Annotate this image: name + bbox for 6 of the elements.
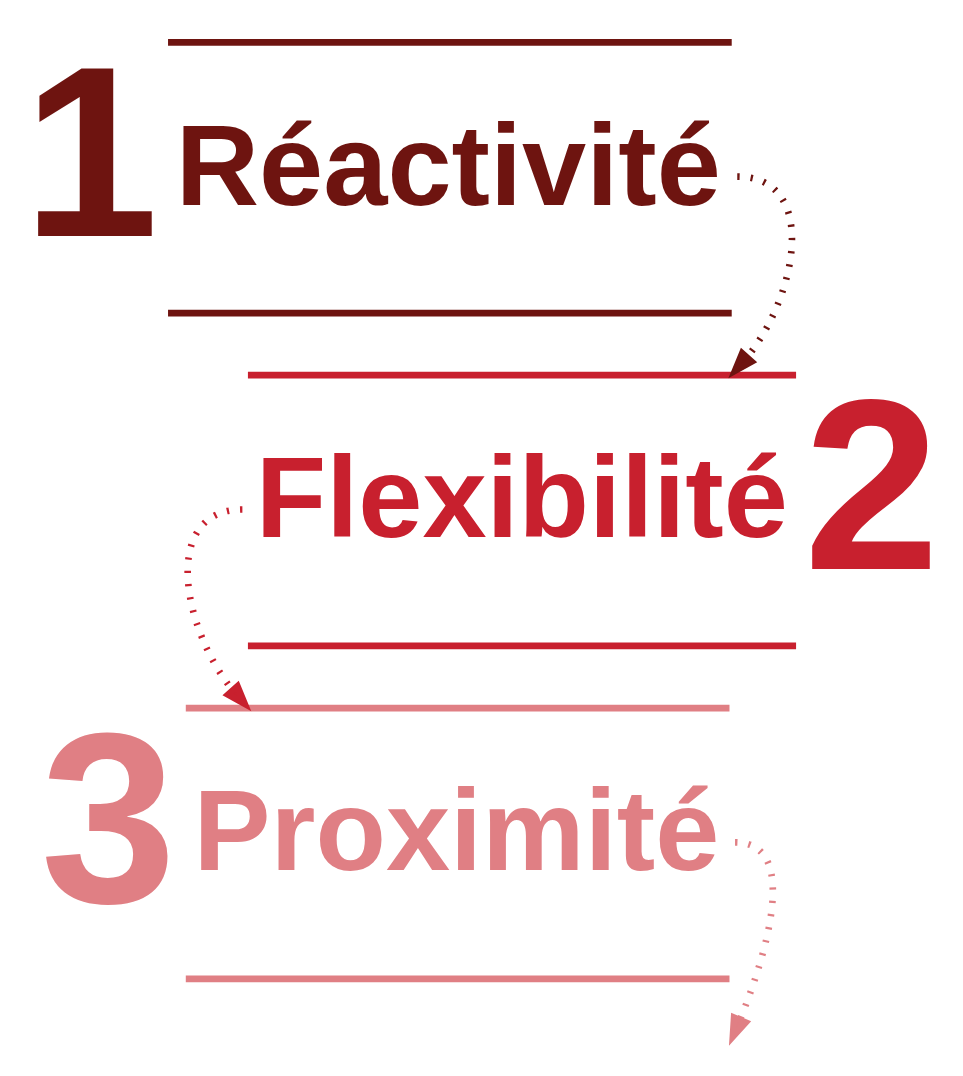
arrow (728, 173, 796, 379)
arrow (728, 839, 777, 1046)
node-text: 1 Réactivité (22, 15, 721, 289)
node-text: 3 Proximité (40, 681, 720, 955)
node-text: Flexibilité 2 (255, 348, 940, 622)
arrow (184, 506, 252, 712)
